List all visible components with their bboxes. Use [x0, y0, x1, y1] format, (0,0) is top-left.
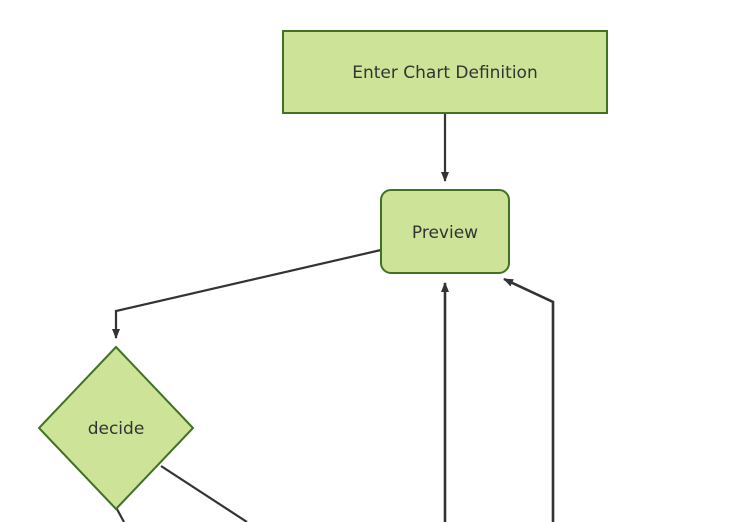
node-decide-shape[interactable] — [37, 345, 195, 511]
node-enter-chart-definition-shape[interactable] — [282, 30, 608, 114]
node-preview-shape[interactable] — [380, 189, 510, 274]
node-decide[interactable]: decide — [37, 345, 195, 511]
edge-preview-to-decide — [112, 248, 382, 339]
edge-group — [111, 113, 555, 522]
node-preview[interactable]: Preview — [380, 189, 510, 274]
node-enter-chart-definition[interactable]: Enter Chart Definition — [282, 30, 608, 114]
edge-bottom-right-to-preview — [503, 277, 555, 522]
edge-decide-out-right — [160, 465, 248, 522]
